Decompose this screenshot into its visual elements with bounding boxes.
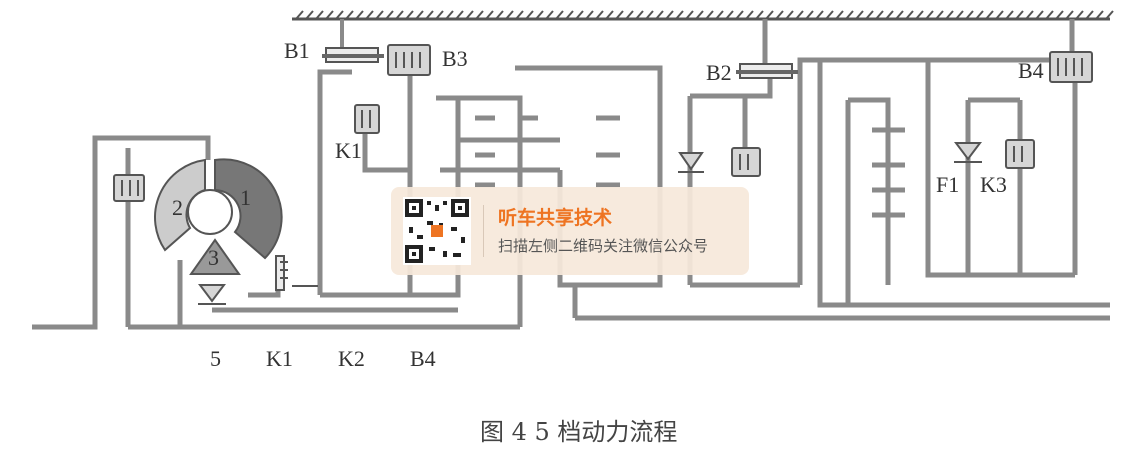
clutch-k1-upper bbox=[354, 104, 380, 134]
component-labels: B1 B3 K1 B2 B4 F1 K3 1 2 3 bbox=[172, 38, 1044, 270]
label-b2: B2 bbox=[706, 60, 732, 85]
freewheel-5 bbox=[198, 284, 226, 305]
watermark-banner: 听车共享技术 扫描左侧二维码关注微信公众号 bbox=[391, 187, 749, 275]
clutch-b3 bbox=[387, 44, 431, 76]
watermark-separator bbox=[483, 205, 484, 257]
clutch-k3 bbox=[1005, 139, 1035, 169]
housing-ground bbox=[292, 10, 1114, 21]
label-pump-2: 2 bbox=[172, 195, 183, 220]
legend-item: K1 bbox=[266, 346, 293, 371]
freewheel-elements bbox=[198, 142, 982, 305]
torque-converter bbox=[154, 158, 318, 291]
watermark-subtitle: 扫描左侧二维码关注微信公众号 bbox=[498, 237, 709, 255]
freewheel-f1 bbox=[954, 142, 982, 163]
legend-item: K2 bbox=[338, 346, 365, 371]
label-k3: K3 bbox=[980, 172, 1007, 197]
stator-ground-hatch bbox=[275, 255, 318, 291]
brake-b2 bbox=[736, 63, 798, 79]
label-b1: B1 bbox=[284, 38, 310, 63]
pump-1 bbox=[214, 158, 283, 260]
brake-b1 bbox=[322, 19, 384, 63]
pump-3 bbox=[189, 238, 241, 275]
label-b3: B3 bbox=[442, 46, 468, 71]
clutch-b4 bbox=[1049, 51, 1093, 83]
label-pump-1: 1 bbox=[240, 185, 251, 210]
qr-code-icon bbox=[403, 197, 471, 265]
label-b4: B4 bbox=[1018, 58, 1044, 83]
legend-item: 5 bbox=[210, 346, 221, 371]
gear-teeth bbox=[475, 115, 905, 218]
clutch-elements bbox=[113, 44, 1093, 202]
clutch-pump-side bbox=[113, 174, 145, 202]
legend-row: 5 K1 K2 B4 bbox=[210, 346, 436, 371]
watermark-title: 听车共享技术 bbox=[498, 207, 613, 229]
figure-caption: 图 4 5 档动力流程 bbox=[480, 418, 677, 446]
clutch-k2 bbox=[731, 147, 761, 177]
legend-item: B4 bbox=[410, 346, 436, 371]
label-k1-upper: K1 bbox=[335, 138, 362, 163]
label-f1: F1 bbox=[936, 172, 959, 197]
freewheel-f bbox=[678, 152, 704, 173]
label-pump-3: 3 bbox=[208, 245, 219, 270]
